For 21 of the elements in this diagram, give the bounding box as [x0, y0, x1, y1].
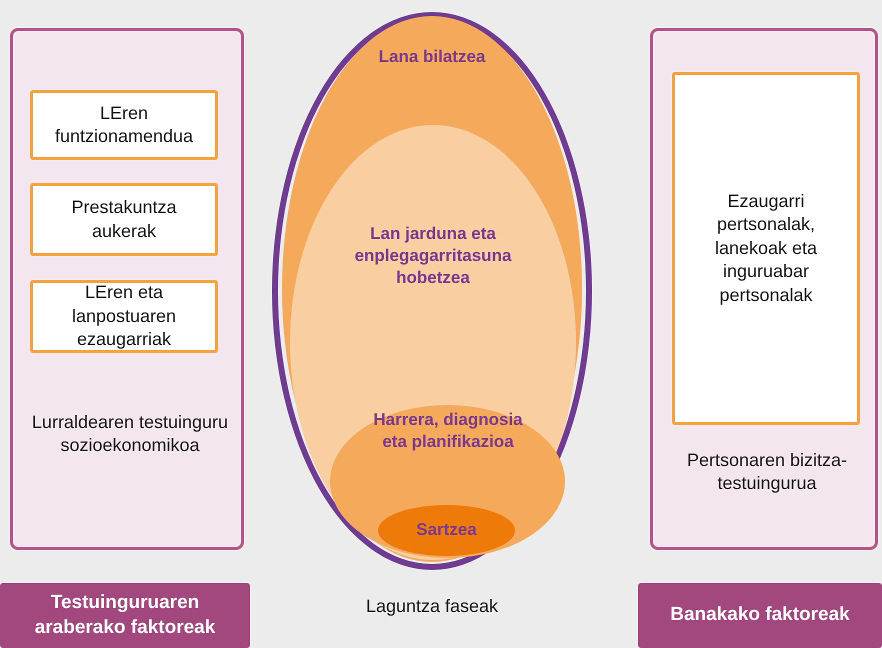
- panel-text: Pertsonaren bizitza-testuingurua: [686, 449, 848, 496]
- panel-text: Lurraldearen testuinguru sozioekonomikoa: [30, 411, 230, 458]
- box-text: LEren eta lanpostuaren ezaugarriak: [70, 281, 178, 352]
- box-text: LEren funtzionamendua: [54, 102, 194, 148]
- text-box: [30, 183, 218, 256]
- context-panel: [650, 28, 878, 550]
- box-text: Prestakuntza aukerak: [70, 196, 178, 242]
- phase-label: Harrera, diagnosia eta planifikazioa: [372, 409, 524, 454]
- box-text: Ezaugarri pertsonalak, lanekoak eta inguruabar pertsonalak: [714, 190, 818, 307]
- context-panel: [10, 28, 244, 550]
- title-bar: [0, 583, 250, 648]
- bar-title: Banakako faktoreak: [669, 603, 851, 628]
- phase-label: Lan jarduna eta enplegagarritasuna hobetzea: [354, 223, 512, 290]
- text-box: [30, 280, 218, 353]
- caption-text: Laguntza faseak: [364, 596, 500, 617]
- phase-label: Lana bilatzea: [378, 46, 486, 68]
- bar-title: Testuinguruaren araberako faktoreak: [34, 590, 216, 640]
- text-box: [672, 72, 860, 425]
- phase-label: Sartzea: [415, 519, 478, 542]
- title-bar: [638, 583, 882, 648]
- text-box: [30, 90, 218, 160]
